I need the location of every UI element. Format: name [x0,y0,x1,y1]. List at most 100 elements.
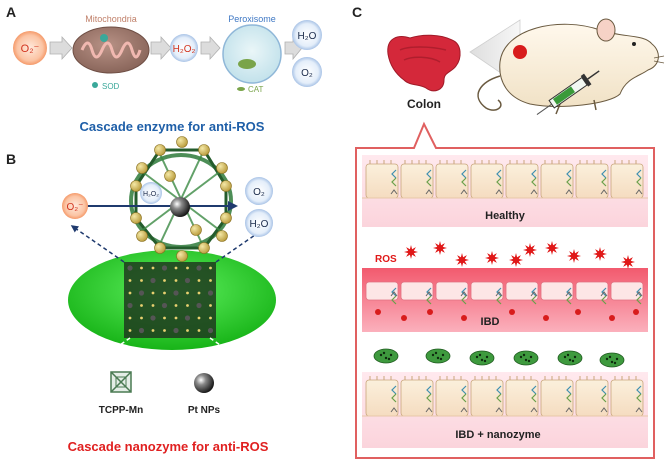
cat-blob-icon [238,59,256,69]
sod-legend-icon [92,82,98,88]
epithelial-cell [365,281,399,301]
peroxisome-label: Peroxisome [228,14,276,24]
gold-node-icon [216,162,228,174]
syringe-icon [536,70,600,115]
zoom-line-bottom-left [103,337,131,357]
o2-label: O₂ [253,187,265,198]
epithelial-cell [400,379,434,417]
epithelial-cell [610,281,644,301]
epithelial-cell [400,281,434,301]
epithelial-cell [505,379,539,417]
mouse-illustration [477,18,665,115]
gold-node-icon [154,144,166,156]
arrow-icon [150,35,172,61]
h2o2-label: H₂O₂ [173,44,196,55]
h2o2-bubble [140,182,162,204]
ros-star-icon [593,247,607,261]
ros-star-icon [523,243,537,257]
cat-label: CAT [248,85,264,94]
h2o-bubble [245,209,273,237]
healthy-tissue: Healthy [362,155,648,227]
gold-node-icon [154,242,166,254]
epithelial-cell [540,379,574,417]
ros-star-icon [621,255,635,269]
nanozyme-particle-icon [557,350,583,366]
epithelial-cell [470,379,504,417]
h2o-label: H₂O [250,219,269,230]
gold-node-icon [176,136,188,148]
nanocage-structure [129,136,233,262]
pt-np-legend-icon [194,373,214,393]
panel-a-letter: A [6,4,16,20]
nanozyme-particle-icon [425,348,451,364]
mitochondria-label: Mitochondria [85,14,137,24]
gold-node-icon [130,180,142,192]
ros-label: ROS [375,254,397,265]
sod-dot-icon [100,34,108,42]
gold-node-icon [136,230,148,242]
colon-label: Colon [407,97,441,111]
panel-b-caption: Cascade nanozyme for anti-ROS [68,439,269,454]
ros-star-icon [567,249,581,263]
ibd-tissue: ROS IBD [362,241,648,332]
ros-star-icon [485,251,499,265]
legend-pt-label: Pt NPs [188,405,221,416]
ibd-nanozyme-label: IBD + nanozyme [455,429,540,441]
peroxisome-icon [222,24,282,84]
colon-position-marker-icon [513,45,527,59]
superoxide-bubble [62,193,88,219]
legend-tcpp-label: TCPP-Mn [99,405,143,416]
epithelial-cell [470,281,504,301]
panel-c-letter: C [352,4,362,20]
gold-node-icon [198,242,210,254]
panel-a-caption: Cascade enzyme for anti-ROS [80,119,265,134]
ros-star-icon [433,241,447,255]
gold-node-icon [164,170,176,182]
h2o-label: H₂O [298,31,317,42]
gold-node-icon [220,180,232,192]
panel-b-letter: B [6,151,16,167]
sod-label: SOD [102,82,120,91]
ros-star-icon [509,253,523,267]
ros-star-icon [404,245,418,259]
mof-lattice-window [124,262,216,338]
panel-c: C Colon [352,4,665,459]
pt-nanoparticle-icon [170,197,190,217]
panel-b: B O₂⁻ H₂O₂ O₂ H₂O TCPP-Mn [6,136,276,454]
colon-icon [387,34,461,92]
zoom-line-left [70,225,125,263]
nanozyme-particle-icon [599,352,625,368]
zoom-line-bottom-right [209,337,237,357]
h2o2-label: H₂O₂ [143,191,159,198]
ibd-nanozyme-tissue: IBD + nanozyme [362,348,648,448]
epithelial-cell [610,379,644,417]
epithelial-cell [435,281,469,301]
gold-node-icon [216,230,228,242]
cat-legend-icon [237,87,245,91]
epithelial-cell [575,281,609,301]
ros-star-icon [455,253,469,267]
o2-bubble [292,57,322,87]
epithelial-cell [435,379,469,417]
panel-a: A O₂⁻ Mitochondria SOD H₂O₂ Peroxisome C… [6,4,322,134]
ros-particles [404,241,635,269]
healthy-label: Healthy [485,210,526,222]
superoxide-label: O₂⁻ [21,43,40,55]
gold-node-icon [190,224,202,236]
nanozyme-particle-icon [469,350,495,366]
gold-node-icon [136,162,148,174]
mof-lattice-dots [127,265,214,334]
gold-node-icon [220,212,232,224]
nanozyme-particle-icon [373,348,399,364]
epithelial-cell [540,281,574,301]
h2o-bubble [292,20,322,50]
o2-bubble [245,177,273,205]
o2-label: O₂ [301,68,313,79]
cristae-icon [80,41,142,59]
h2o2-bubble [170,34,198,62]
nanozyme-particle-icon [513,350,539,366]
ros-star-icon [545,241,559,255]
epithelial-cell [365,379,399,417]
arrow-icon [200,35,221,61]
